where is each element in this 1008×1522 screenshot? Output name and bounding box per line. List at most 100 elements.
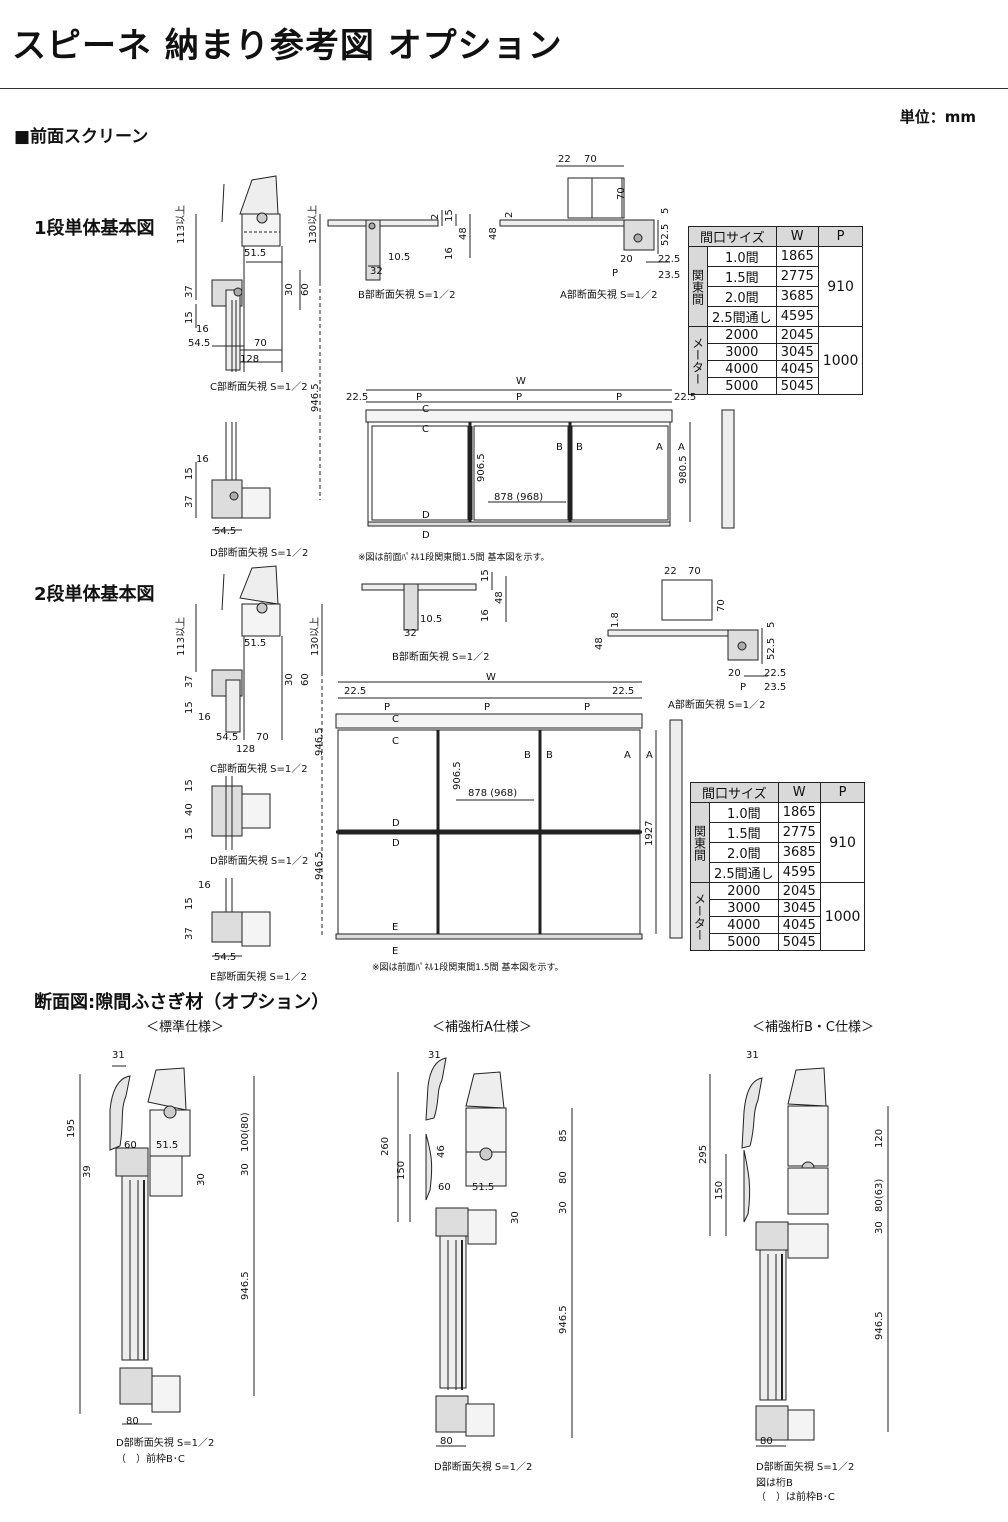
spec-group-kanto: 関東間 [690,802,710,883]
dim2-elev-p3: P [584,702,590,713]
cross-caption-standard: D部断面矢視 S=1／2 [116,1438,215,1449]
spec-size: 5000 [709,933,779,951]
mark2-b1: B [524,750,531,761]
dim-51-5: 51.5 [244,248,266,259]
dim2-a-23-5: 23.5 [764,682,786,693]
dim2-a-70v: 70 [716,599,727,612]
dim2-37: 37 [184,675,195,688]
spec-w: 5045 [777,933,821,951]
dim2-elev-p2: P [484,702,490,713]
dim-54-5-d: 54.5 [214,526,236,537]
dim2-b-10-5: 10.5 [420,614,442,625]
one-stage-b-section [327,210,471,281]
dim-a-5: 5 [660,208,671,214]
dim-a-52-5: 52.5 [660,224,671,246]
dim-37: 37 [184,285,195,298]
mark2-b2: B [546,750,553,761]
mark-d2: D [422,530,430,541]
dim-a-p: P [612,268,618,279]
cs0-dim-100-80: 100(80) [240,1112,251,1152]
spec-p-meter: 1000 [819,882,866,951]
dim-15-d: 15 [184,467,195,480]
dim2-60: 60 [300,673,311,686]
dim-elev-22-5-r: 22.5 [674,392,696,403]
dim2-15-d1: 15 [184,779,195,792]
dim2-130: 130以上 [309,617,321,656]
two-stage-heading: 2段単体基本図 [34,584,155,605]
dim-a-70: 70 [584,154,597,165]
cross-caption-bc: D部断面矢視 S=1／2 [756,1462,855,1473]
cross-title-bc: ＜補強桁B・C仕様＞ [752,1020,874,1035]
dim-a-70v: 70 [616,187,627,200]
two-stage-elevation [335,681,683,940]
dim-elev-p3: P [616,392,622,403]
cross-standard [79,1065,255,1425]
dim-a-48: 48 [488,227,499,240]
cross-title-a: ＜補強桁A仕様＞ [432,1020,532,1035]
dim-980-5: 980.5 [678,455,689,484]
dim-946-5: 946.5 [310,383,321,412]
dim-37-d: 37 [184,495,195,508]
dim-a-20: 20 [620,254,633,265]
cs2-dim-31: 31 [746,1050,759,1061]
spec-w: 2045 [777,882,821,900]
one-stage-c-section [195,175,321,500]
cs1-dim-31: 31 [428,1050,441,1061]
spec-group-meter: メーター [690,882,710,951]
cs2-dim-80: 80 [760,1436,773,1447]
cross-dim-labels: 31 195 60 51.5 100(80) 39 30 30 946.5 80… [66,1050,885,1447]
dim-15: 15 [184,311,195,324]
spec-w: 2775 [775,266,819,287]
one-stage-d-section [195,422,271,531]
dim-b-32: 32 [370,266,383,277]
spec-size: 4000 [709,916,779,934]
dim2-a-48: 48 [594,637,605,650]
section-front-screen: ■前面スクリーン [14,127,149,147]
one-stage-note: ※図は前面ﾊﾟﾈﾙ1段関東間1.5間 基本図を示す。 [358,553,550,563]
mark2-c2: C [392,736,399,747]
dim2-a-20: 20 [728,668,741,679]
cross-a [397,1057,573,1447]
cross-caption-a: D部断面矢視 S=1／2 [434,1462,533,1473]
dim2-a-p: P [740,682,746,693]
mark2-e1: E [392,922,398,933]
dim-b-10-5: 10.5 [388,252,410,263]
spec-header-p: P [817,226,864,247]
dim2-15-d2: 15 [184,827,195,840]
mark2-d1: D [392,818,400,829]
cs0-dim-60: 60 [124,1140,137,1151]
cross-note2-bc: （ ）は前枠B･C [756,1492,835,1503]
dim-16: 16 [196,324,209,335]
dim-30: 30 [284,283,295,296]
dim-54-5: 54.5 [188,338,210,349]
dim2-51-5: 51.5 [244,638,266,649]
cs1-dim-260: 260 [380,1137,391,1156]
dim-878: 878 (968) [494,492,543,503]
mark-a1: A [656,442,663,453]
dim-a-22-5: 22.5 [658,254,680,265]
cs2-dim-946-5: 946.5 [874,1311,885,1340]
spec-group-meter: メーター [688,326,708,395]
cross-note1-bc: 図は桁B [756,1478,793,1489]
cs1-dim-30b: 30 [510,1211,521,1224]
one-stage-a-section [499,165,670,263]
cross-note-standard: （ ）前枠B･C [116,1454,185,1465]
cs0-dim-39: 39 [82,1165,93,1178]
dim2-elev-p1: P [384,702,390,713]
mark-d1: D [422,510,430,521]
spec-w: 5045 [775,377,819,395]
two-stage-caption-e: E部断面矢視 S=1／2 [210,972,307,983]
dim2-16: 16 [198,712,211,723]
dim-60: 60 [300,283,311,296]
dim-b-16: 16 [444,247,455,260]
cs1-dim-46: 46 [436,1145,447,1158]
cs0-dim-51-5: 51.5 [156,1140,178,1151]
dim2-a-5: 5 [766,622,777,628]
cs1-dim-80: 80 [558,1171,569,1184]
dim-elev-p1: P [416,392,422,403]
dim-b-15: 15 [444,209,455,222]
dim2-b-48: 48 [494,591,505,604]
two-stage-caption-b: B部断面矢視 S=1／2 [392,652,490,663]
cs2-dim-30: 30 [874,1221,885,1234]
